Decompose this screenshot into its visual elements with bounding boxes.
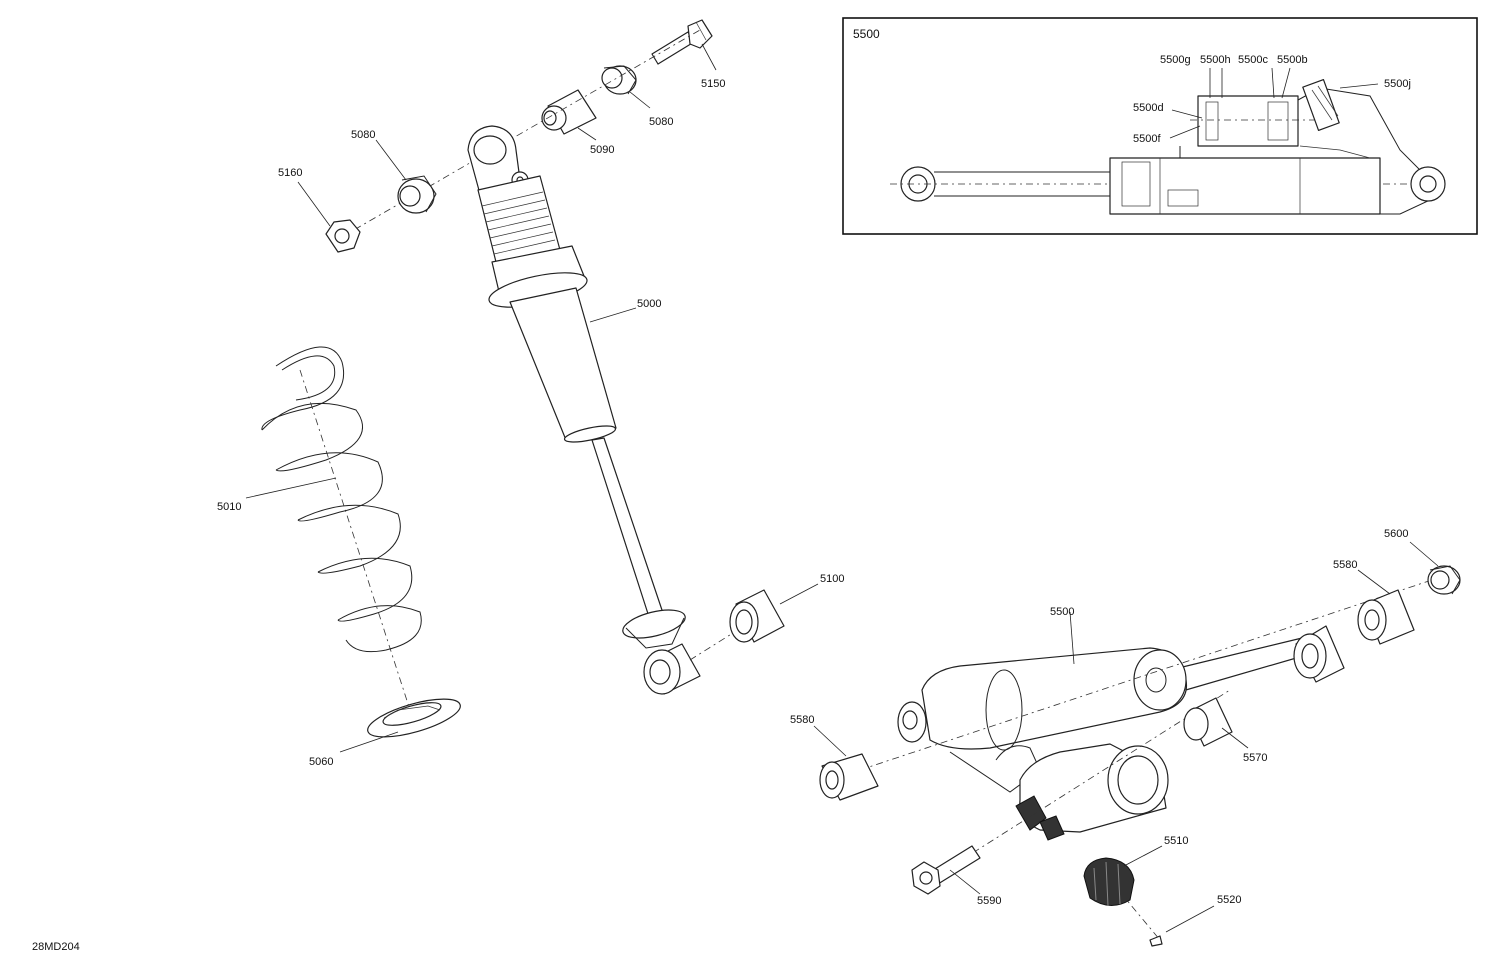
drawing-code: 28MD204 (32, 941, 80, 953)
part-5590-bolt: 5590 (911, 845, 1001, 907)
label-5500d: 5500d (1133, 102, 1164, 114)
inset-detail-5500: 5500 5500g 5500h (842, 17, 1478, 235)
part-5090-sleeve: 5090 (541, 89, 614, 156)
part-5060-spring-seat: 5060 (309, 698, 461, 768)
label-5570: 5570 (1243, 752, 1267, 764)
part-5500-shock-assembly: 5500 (897, 606, 1311, 841)
label-5100: 5100 (820, 573, 844, 585)
part-5010-spring: 5010 (217, 346, 422, 711)
label-5510: 5510 (1164, 835, 1188, 847)
part-5150-bolt: 5150 (651, 19, 725, 90)
part-5080-bushing-top: 5080 (601, 65, 673, 128)
label-5500b: 5500b (1277, 54, 1308, 66)
label-5080-top: 5080 (649, 116, 673, 128)
label-5160: 5160 (278, 167, 302, 179)
part-5580-spacer-top-right: 5580 (1333, 559, 1415, 645)
label-5600: 5600 (1384, 528, 1408, 540)
part-5570-spacer: 5570 (1183, 697, 1267, 764)
label-5500: 5500 (1050, 606, 1074, 618)
part-5580-spacer-left: 5580 (790, 714, 879, 801)
label-5500h: 5500h (1200, 54, 1231, 66)
label-5500f: 5500f (1133, 133, 1161, 145)
label-5060: 5060 (309, 756, 333, 768)
part-5510-adjuster-knob: 5510 (1083, 835, 1188, 907)
part-5580-bushing-right (1293, 625, 1345, 683)
part-5160-nut: 5160 (278, 167, 361, 253)
label-5580-top: 5580 (1333, 559, 1357, 571)
label-5580-left: 5580 (790, 714, 814, 726)
label-5500g: 5500g (1160, 54, 1191, 66)
part-5100-bushing: 5100 (689, 573, 844, 661)
label-5010: 5010 (217, 501, 241, 513)
label-5500c: 5500c (1238, 54, 1268, 66)
inset-title: 5500 (853, 27, 880, 41)
part-5600-bushing: 5600 (1384, 528, 1461, 595)
label-5520: 5520 (1217, 894, 1241, 906)
label-5080-left: 5080 (351, 129, 375, 141)
part-5520-screw: 5520 (1149, 894, 1241, 947)
label-5150: 5150 (701, 78, 725, 90)
label-5090: 5090 (590, 144, 614, 156)
part-5080-bushing-left: 5080 (351, 129, 437, 214)
label-5500j: 5500j (1384, 78, 1411, 90)
part-5000-shock-absorber: 5000 (467, 125, 701, 695)
label-5590: 5590 (977, 895, 1001, 907)
label-5000: 5000 (637, 298, 661, 310)
